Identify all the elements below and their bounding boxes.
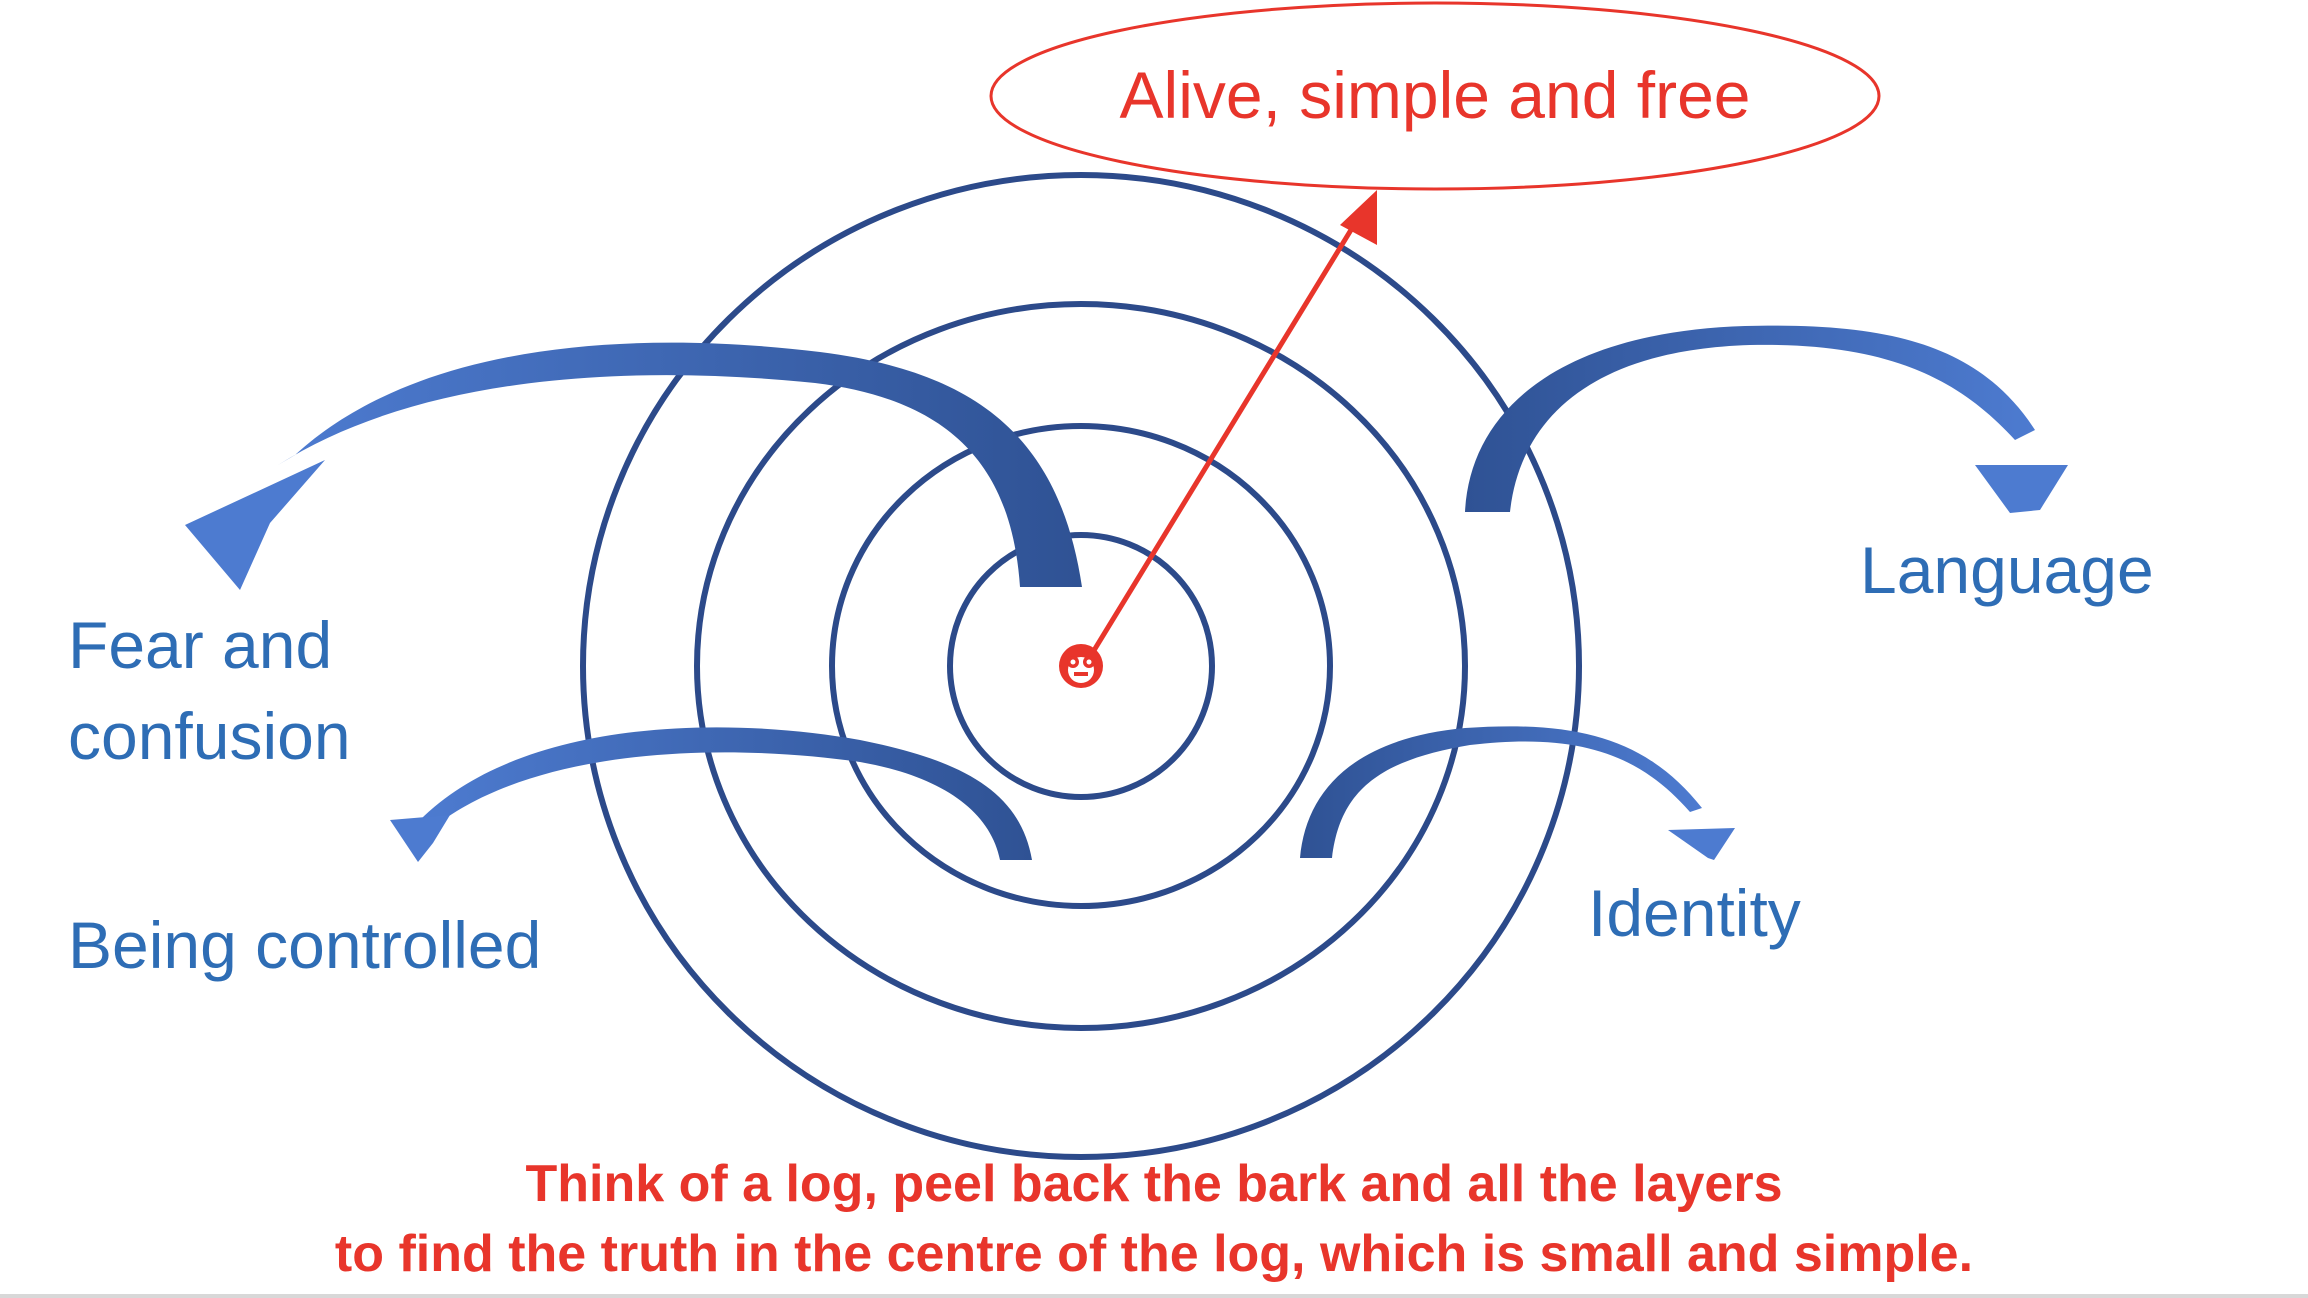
- top-label: Alive, simple and free: [1119, 58, 1751, 132]
- truth-arrowhead: [1340, 190, 1377, 245]
- controlled-label: Being controlled: [68, 908, 542, 982]
- fear-label-line2: confusion: [68, 699, 351, 773]
- ring-inner: [947, 532, 1215, 800]
- identity-label: Identity: [1588, 876, 1801, 950]
- ring-second: [829, 423, 1333, 909]
- controlled-arrow: [390, 727, 1032, 862]
- log-rings: [580, 172, 1582, 1160]
- ring-third: [694, 301, 1468, 1031]
- language-label: Language: [1860, 533, 2154, 607]
- caption-line-1: Think of a log, peel back the bark and a…: [525, 1155, 1783, 1213]
- language-arrow: [1465, 325, 2068, 513]
- fear-arrow: [185, 342, 1082, 590]
- truth-arrow: [1090, 205, 1368, 654]
- bottom-rule: [0, 1294, 2308, 1298]
- ring-outer: [580, 172, 1582, 1160]
- fear-label: Fear and: [68, 608, 333, 682]
- top-ellipse: [989, 1, 1881, 191]
- caption-line-2: to find the truth in the centre of the l…: [334, 1225, 1974, 1283]
- identity-arrow: [1300, 726, 1735, 860]
- face-icon: [1059, 644, 1103, 688]
